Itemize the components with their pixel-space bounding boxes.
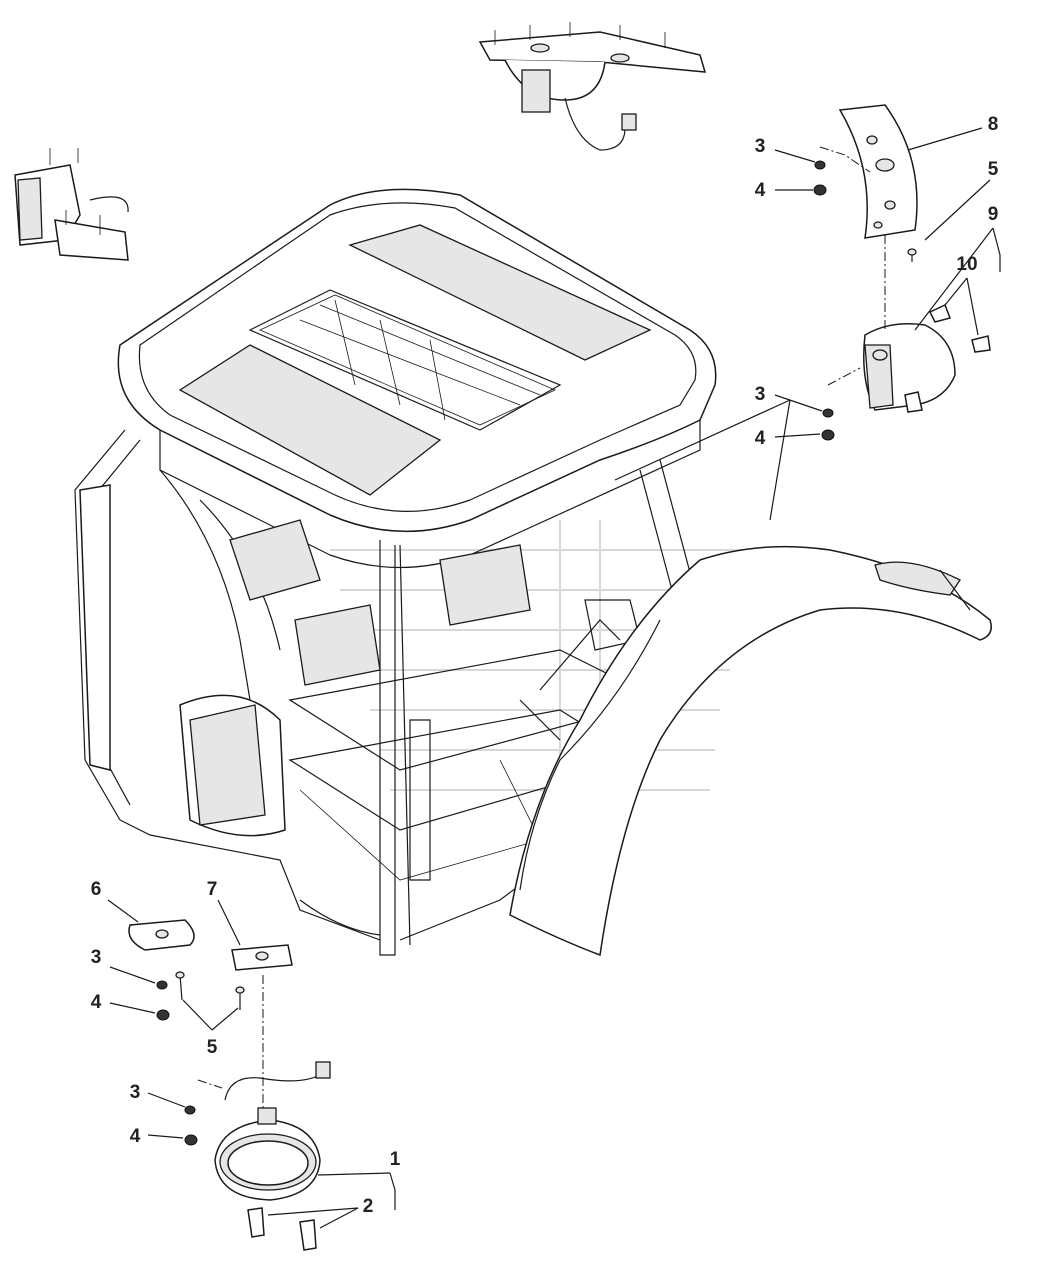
callout-7: 7 xyxy=(207,879,218,900)
callout-labels: 8 3 4 5 9 10 3 4 6 7 3 4 5 3 4 1 2 xyxy=(91,114,999,1217)
rear-fender xyxy=(509,545,992,957)
callout-3-mid-right: 3 xyxy=(755,384,766,405)
callout-5-right: 5 xyxy=(988,159,999,180)
callout-5-bottom: 5 xyxy=(207,1037,218,1058)
callout-4-mid-right: 4 xyxy=(755,428,766,449)
bracket-8 xyxy=(838,104,918,239)
plate-6 xyxy=(128,919,195,951)
leader-lines xyxy=(107,127,1001,1229)
bulbs-10 xyxy=(928,303,991,353)
dashed-axis-bottom xyxy=(197,975,264,1108)
callout-9: 9 xyxy=(988,204,999,225)
work-light-bottom xyxy=(214,1061,331,1201)
callout-8: 8 xyxy=(988,114,999,135)
fasteners-right xyxy=(813,160,917,441)
callout-3-upper-right: 3 xyxy=(755,136,766,157)
callout-4-bottom: 4 xyxy=(130,1126,141,1147)
callout-3-bottom: 3 xyxy=(130,1082,141,1103)
callout-2: 2 xyxy=(363,1196,374,1217)
callout-4-lower-left: 4 xyxy=(91,992,102,1013)
plate-7 xyxy=(231,944,293,971)
cab-roof xyxy=(117,188,717,569)
callout-10: 10 xyxy=(956,254,977,275)
callout-6: 6 xyxy=(91,879,102,900)
roof-light-top-left xyxy=(14,148,129,261)
callout-4-upper-right: 4 xyxy=(755,180,766,201)
fasteners-bottom xyxy=(156,971,245,1146)
callout-1: 1 xyxy=(390,1149,401,1170)
callout-3-lower-left: 3 xyxy=(91,947,102,968)
roof-light-bracket-top xyxy=(478,22,707,151)
dashed-axis-right xyxy=(819,146,886,386)
bulbs-2 xyxy=(247,1207,317,1251)
work-light-right xyxy=(863,323,956,413)
